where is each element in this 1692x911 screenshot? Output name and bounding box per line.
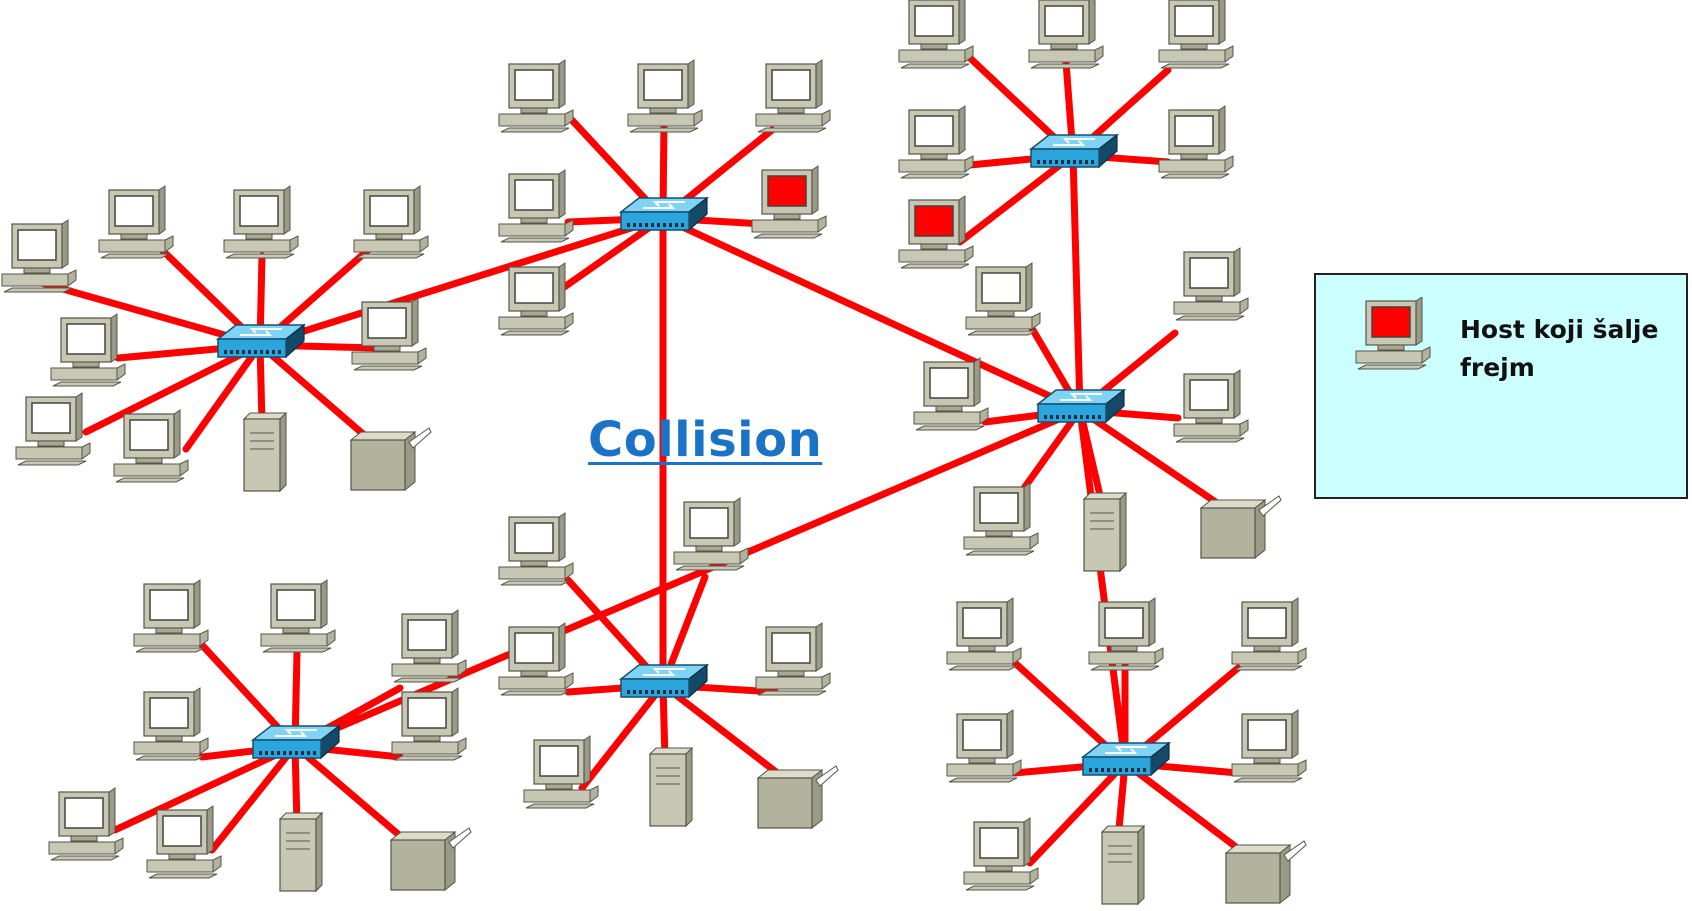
server-icon: [242, 411, 288, 493]
server-icon: [278, 811, 324, 893]
pc-icon: [755, 59, 831, 133]
pc-icon: [498, 622, 574, 696]
sending-host-pc-icon: [898, 195, 974, 269]
pc-icon: [913, 357, 989, 431]
access-link: [1076, 406, 1224, 509]
pc-icon: [963, 482, 1039, 556]
printer-icon: [1224, 840, 1307, 905]
pc-icon: [98, 185, 174, 259]
access-link: [1026, 759, 1129, 867]
pc-icon: [50, 313, 126, 387]
access-link: [291, 742, 409, 844]
pc-icon: [1231, 709, 1307, 783]
pc-icon: [351, 297, 427, 371]
pc-icon: [1, 219, 77, 293]
access-link: [208, 742, 299, 854]
sending-host-pc-icon: [1355, 297, 1431, 370]
server-icon: [648, 746, 694, 828]
pc-icon: [146, 805, 222, 879]
pc-icon: [755, 622, 831, 696]
pc-icon: [898, 105, 974, 179]
pc-icon: [946, 709, 1022, 783]
access-link: [1121, 759, 1244, 854]
pc-icon: [223, 185, 299, 259]
server-icon: [1082, 491, 1128, 573]
switch-icon: [1028, 133, 1120, 169]
pc-icon: [1231, 597, 1307, 671]
sending-host-pc-icon: [751, 165, 827, 239]
switch-icon: [618, 196, 710, 232]
pc-icon: [391, 687, 467, 761]
pc-icon: [1173, 247, 1249, 321]
printer-icon: [1199, 495, 1282, 560]
pc-icon: [1158, 105, 1234, 179]
pc-icon: [133, 579, 209, 653]
pc-icon: [113, 409, 189, 483]
trunk-link: [291, 406, 1084, 750]
access-link: [256, 341, 266, 426]
switch-icon: [618, 663, 710, 699]
pc-icon: [391, 609, 467, 683]
access-link: [82, 341, 264, 436]
printer-icon: [349, 427, 432, 492]
server-icon: [1100, 824, 1146, 906]
pc-icon: [965, 262, 1041, 336]
pc-icon: [1158, 0, 1234, 69]
pc-icon: [1028, 0, 1104, 69]
switch-icon: [250, 724, 342, 760]
access-link: [578, 681, 667, 792]
pc-icon: [498, 59, 574, 133]
access-link: [256, 341, 374, 444]
trunk-link: [256, 214, 667, 349]
pc-icon: [946, 597, 1022, 671]
legend-text: Host koji šalje frejm: [1460, 315, 1659, 382]
switch-icon: [1080, 741, 1172, 777]
switch-icon: [1035, 388, 1127, 424]
trunk-link: [1069, 151, 1084, 414]
collision-label: Collision: [588, 412, 823, 468]
pc-icon: [898, 0, 974, 69]
pc-icon: [498, 169, 574, 243]
access-link: [291, 742, 301, 829]
pc-icon: [48, 787, 124, 861]
access-link: [111, 742, 299, 834]
pc-icon: [498, 512, 574, 586]
pc-icon: [1088, 597, 1164, 671]
printer-icon: [756, 765, 839, 830]
pc-icon: [498, 262, 574, 336]
trunk-link: [659, 214, 1084, 414]
legend-box: Host koji šalje frejm: [1314, 273, 1688, 499]
pc-icon: [523, 735, 599, 809]
pc-icon: [133, 687, 209, 761]
access-link: [1076, 406, 1106, 508]
pc-icon: [627, 59, 703, 133]
printer-icon: [389, 827, 472, 892]
access-link: [182, 341, 264, 453]
pc-icon: [963, 817, 1039, 891]
access-link: [659, 681, 784, 779]
pc-icon: [260, 579, 336, 653]
access-link: [956, 151, 1077, 246]
pc-icon: [1173, 369, 1249, 443]
pc-icon: [15, 392, 91, 466]
trunk-link: [1076, 406, 1129, 767]
pc-icon: [673, 497, 749, 571]
pc-icon: [353, 185, 429, 259]
switch-icon: [215, 323, 307, 359]
